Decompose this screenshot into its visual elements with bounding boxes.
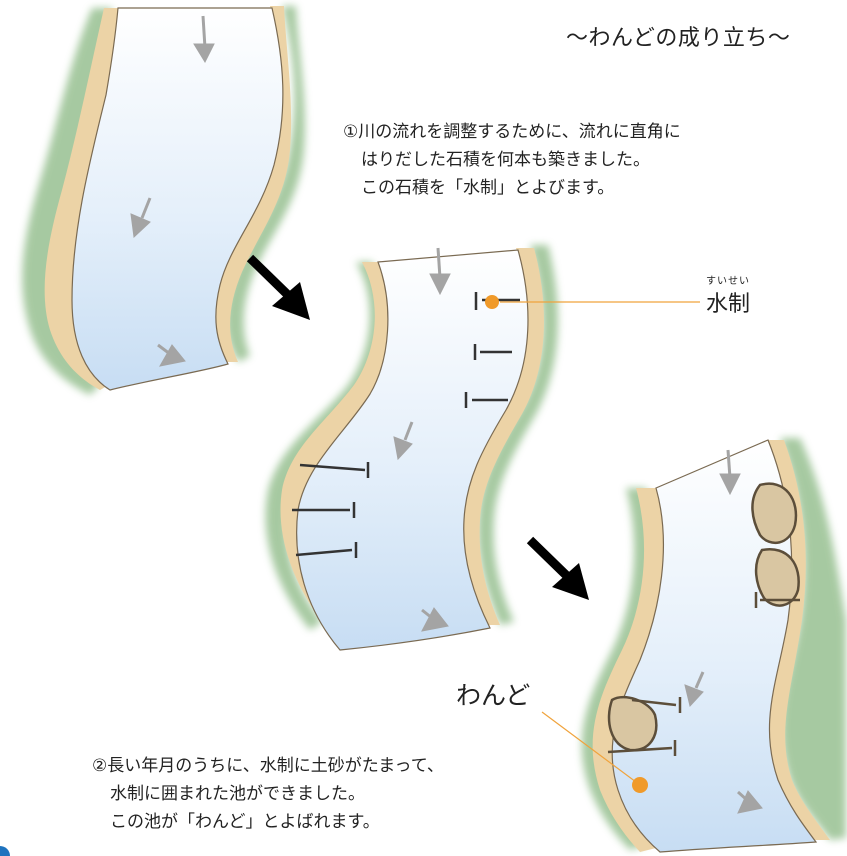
river-2-left-vegetation: [265, 262, 383, 630]
step-2-caption: ②長い年月のうちに、水制に土砂がたまって、 水制に囲まれた池ができました。 この…: [92, 752, 444, 836]
step-2-line-1: ②長い年月のうちに、水制に土砂がたまって、: [92, 756, 444, 776]
river-2-right-vegetation: [477, 245, 558, 625]
river-1-right-bank: [213, 6, 292, 362]
river-2-groynes-right: [464, 292, 520, 408]
progress-arrow-1: [246, 254, 310, 320]
corner-tab: [0, 846, 10, 856]
wando-leader-line: [541, 711, 637, 783]
progress-arrow-2: [526, 536, 589, 600]
river-stage-2: [265, 245, 700, 651]
step-2-line-2: 水制に囲まれた池ができました。: [110, 784, 365, 804]
suisei-label: 水制: [706, 292, 751, 317]
river-2-water: [296, 249, 529, 651]
suisei-marker-dot: [485, 295, 499, 309]
river-2-right-bank: [463, 248, 544, 625]
river-1-flow-arrows: [130, 15, 215, 367]
river-3-filled-groynes-right: [751, 482, 800, 608]
step-1-line-2: はりだした石積を何本も築きました。: [361, 150, 650, 170]
page-title: ～わんどの成り立ち～: [566, 26, 791, 51]
step-2-line-3: この池が「わんど」とよばれます。: [110, 812, 380, 832]
step-1-caption: ①川の流れを調整するために、流れに直角に はりだした石積を何本も築きました。 こ…: [343, 118, 681, 202]
wando-marker-dot: [632, 777, 648, 793]
river-stage-3: [541, 438, 846, 853]
suisei-reading: すいせい: [706, 276, 750, 287]
river-1-right-vegetation: [225, 6, 305, 362]
wando-label: わんど: [456, 681, 531, 710]
river-2-flow-arrows: [393, 247, 451, 632]
river-3-right-vegetation: [780, 438, 846, 840]
river-3-right-bank: [766, 440, 830, 840]
river-3-filled-groynes-left: [607, 695, 682, 756]
river-1-water: [71, 7, 284, 391]
river-3-flow-arrows: [684, 449, 763, 814]
step-1-line-3: この石積を「水制」とよびます。: [361, 178, 615, 198]
step-1-line-1: ①川の流れを調整するために、流れに直角に: [343, 122, 681, 142]
river-stage-1: [22, 6, 305, 395]
river-2-groynes-left: [292, 462, 370, 558]
